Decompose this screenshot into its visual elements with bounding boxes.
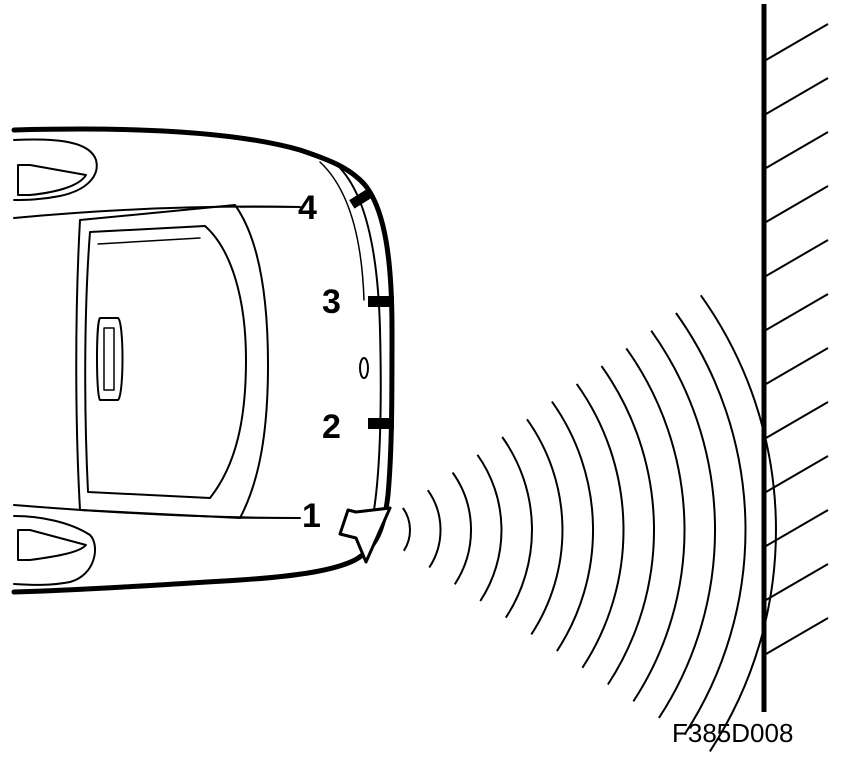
wave-arc — [600, 365, 656, 686]
sensor-1-active-marker — [338, 506, 392, 564]
hatch-line — [765, 401, 829, 439]
lower-side-line — [13, 504, 301, 519]
car-rear-view — [11, 126, 395, 595]
wave-arc — [575, 383, 625, 669]
rear-window — [84, 225, 247, 499]
wave-arc — [699, 294, 777, 752]
wave-arc — [551, 401, 594, 652]
hatch-line — [765, 77, 829, 115]
upper-fender — [13, 138, 98, 201]
sensor-3-mark — [368, 296, 394, 307]
wave-arc — [451, 471, 472, 585]
trunk-lid — [75, 204, 269, 519]
sensor-leader-lines — [240, 206, 298, 519]
sensor-label-2: 2 — [322, 408, 341, 446]
figure-code: F385D008 — [672, 718, 793, 748]
sensor-4-mark — [349, 187, 375, 209]
sensor-marks — [349, 187, 394, 429]
brake-light — [96, 317, 124, 401]
wave-arc — [501, 436, 533, 619]
rear-bumper-line — [339, 167, 382, 511]
rear-bumper-line-inner — [319, 161, 365, 301]
hatch-line — [765, 347, 829, 385]
wave-arc — [650, 330, 717, 719]
obstacle-wall — [761, 4, 829, 712]
sensor-label-4: 4 — [298, 189, 317, 227]
ultrasonic-waves — [402, 294, 777, 752]
hatch-line — [765, 455, 829, 493]
wave-arc — [675, 312, 747, 736]
hatch-line — [765, 131, 829, 169]
lower-wheel — [17, 529, 87, 561]
sensor-2-mark — [368, 418, 394, 429]
sensor-label-1: 1 — [302, 497, 321, 535]
wall-hatching — [765, 23, 829, 655]
wave-arc — [625, 347, 686, 702]
hatch-line — [765, 23, 829, 61]
hatch-line — [765, 239, 829, 277]
wave-arc — [476, 454, 503, 602]
wave-arc — [526, 418, 564, 635]
upper-wheel — [17, 164, 87, 196]
lower-fender — [13, 515, 97, 586]
hatch-line — [765, 509, 829, 547]
wave-arc — [402, 507, 411, 552]
hatch-line — [765, 617, 829, 655]
brake-light-inner — [103, 327, 115, 391]
hatch-line — [765, 293, 829, 331]
rear-window-inner — [97, 237, 201, 245]
wave-arc — [426, 489, 442, 569]
sensor-label-3: 3 — [322, 283, 341, 321]
hatch-line — [765, 185, 829, 223]
trunk-lock — [359, 357, 369, 379]
car-body-outline — [11, 126, 395, 595]
hatch-line — [765, 563, 829, 601]
